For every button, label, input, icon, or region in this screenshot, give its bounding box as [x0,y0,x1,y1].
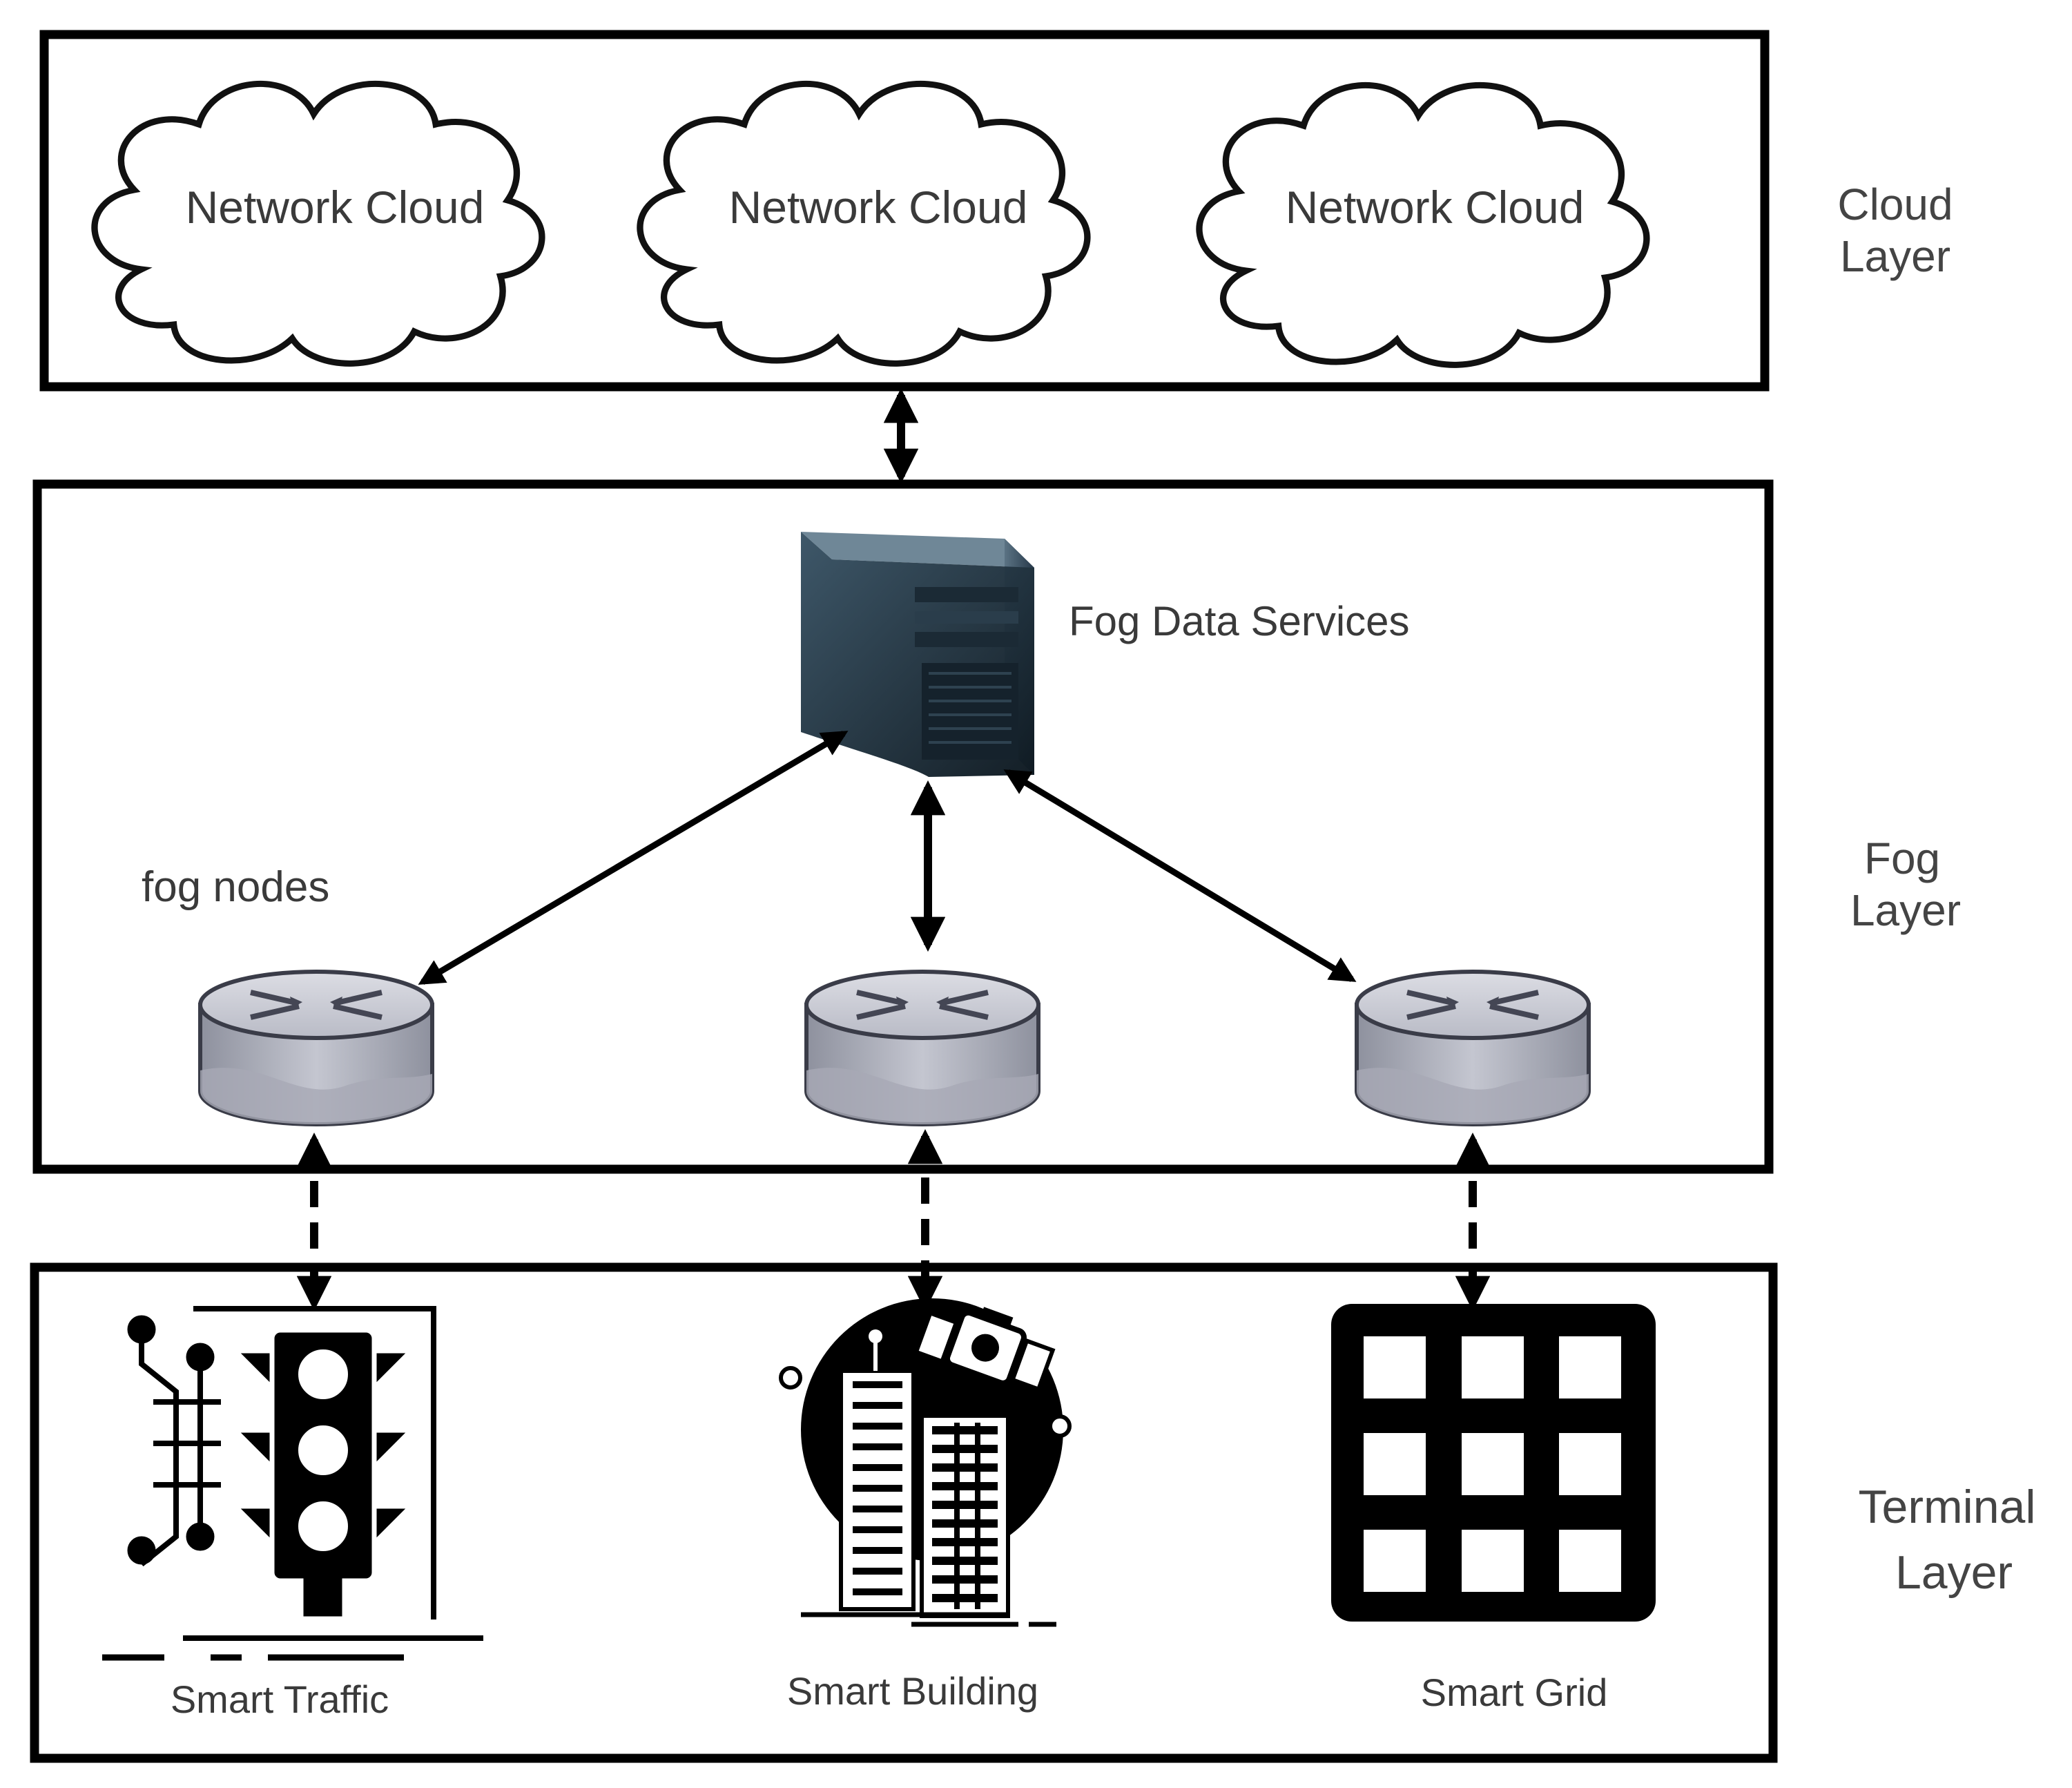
fog-node-1-router-icon [200,972,432,1124]
fog-node-2-router-icon [806,972,1038,1124]
server-node3-arrow [1003,769,1357,982]
smart-building-icon [779,1298,1072,1627]
cloud-layer-label-line1: Cloud [1837,180,1953,229]
cloud-layer-box [39,30,1770,392]
terminal-layer-box [30,1262,1778,1763]
smart-building-label: Smart Building [787,1669,1038,1713]
fog-layer-label-line1: Fog [1864,834,1940,883]
smart-traffic-label: Smart Traffic [171,1678,389,1721]
network-cloud-2-label: Network Cloud [729,182,1028,233]
grid-icon [1331,1304,1656,1622]
fog-nodes-label: fog nodes [142,863,329,911]
fog-layer-label-line2: Layer [1850,885,1961,935]
terminal-layer-label-line1: Terminal [1859,1481,2036,1533]
server-node1-arrow [418,731,849,985]
terminal-layer-label-line2: Layer [1895,1546,2013,1599]
fog-data-services-label: Fog Data Services [1069,598,1410,644]
server-icon [801,532,1034,777]
network-cloud-3-label: Network Cloud [1286,182,1585,233]
cloud-layer-label-line2: Layer [1840,231,1950,281]
fog-layer-box [32,479,1774,1174]
fog-node-3-router-icon [1357,972,1589,1124]
traffic-light-icon [102,1306,483,1661]
network-cloud-1-label: Network Cloud [186,182,485,233]
smart-grid-label: Smart Grid [1421,1671,1608,1714]
